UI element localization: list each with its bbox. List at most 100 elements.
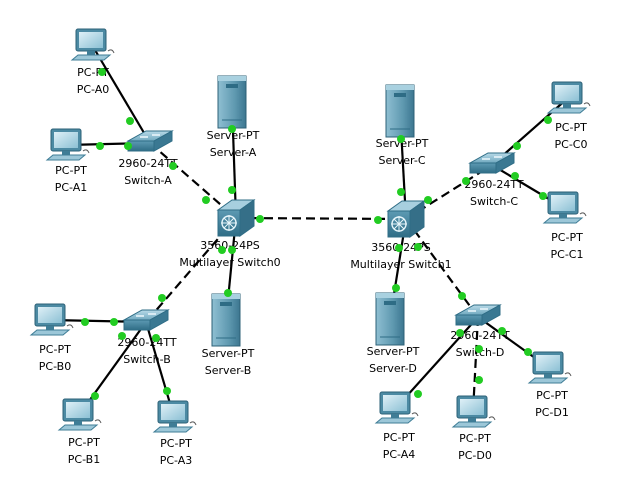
device-type-label: 3560-24PS xyxy=(200,239,260,252)
port-status-dot xyxy=(228,125,236,133)
port-status-dot xyxy=(152,334,160,342)
device-type-label: PC-PT xyxy=(551,231,583,244)
port-status-dot xyxy=(424,196,432,204)
device-switch-a[interactable]: 2960-24TT Switch-A xyxy=(118,130,178,187)
device-name-label: Multilayer Switch0 xyxy=(179,256,280,269)
device-name-label: PC-A4 xyxy=(383,448,416,461)
device-name-label: Switch-A xyxy=(124,174,172,187)
device-name-label: Switch-C xyxy=(470,195,518,208)
device-pc-c1[interactable]: PC-PT PC-C1 xyxy=(542,191,587,261)
server-icon xyxy=(385,84,415,138)
device-name-label: Server-C xyxy=(378,154,425,167)
multilayer-switch-icon xyxy=(216,199,256,237)
port-status-dot xyxy=(91,392,99,400)
pc-icon xyxy=(70,28,115,61)
port-status-dot xyxy=(524,348,532,356)
device-mls0[interactable]: 3560-24PS Multilayer Switch0 xyxy=(179,199,281,269)
pc-icon xyxy=(45,128,90,161)
port-status-dot xyxy=(374,216,382,224)
device-type-label: PC-PT xyxy=(459,432,491,445)
port-status-dot xyxy=(110,318,118,326)
port-status-dot xyxy=(118,332,126,340)
device-pc-d0[interactable]: PC-PT PC-D0 xyxy=(451,395,496,462)
pc-icon xyxy=(29,303,74,336)
port-status-dot xyxy=(544,116,552,124)
device-type-label: PC-PT xyxy=(39,343,71,356)
device-name-label: PC-B0 xyxy=(39,360,71,373)
device-server-c[interactable]: Server-PT Server-C xyxy=(376,84,429,167)
port-status-dot xyxy=(511,172,519,180)
port-status-dot xyxy=(224,289,232,297)
device-pc-b1[interactable]: PC-PT PC-B1 xyxy=(57,398,102,466)
device-pc-a3[interactable]: PC-PT PC-A3 xyxy=(152,400,197,467)
port-status-dot xyxy=(202,196,210,204)
device-type-label: PC-PT xyxy=(536,389,568,402)
device-name-label: PC-C1 xyxy=(551,248,584,261)
port-status-dot xyxy=(126,117,134,125)
device-name-label: PC-D0 xyxy=(458,449,492,462)
device-type-label: PC-PT xyxy=(55,164,87,177)
device-name-label: PC-A1 xyxy=(55,181,88,194)
port-status-dot xyxy=(163,387,171,395)
device-pc-c0[interactable]: PC-PT PC-C0 xyxy=(546,81,591,151)
device-name-label: Server-D xyxy=(369,362,417,375)
port-status-dot xyxy=(228,186,236,194)
port-status-dot xyxy=(169,162,177,170)
port-status-dot xyxy=(228,246,236,254)
device-name-label: Switch-B xyxy=(123,353,171,366)
device-type-label: 2960-24TT xyxy=(118,157,177,170)
device-type-label: PC-PT xyxy=(68,436,100,449)
port-status-dot xyxy=(475,345,483,353)
link-pc_a0-switch_a[interactable] xyxy=(91,44,151,144)
device-type-label: PC-PT xyxy=(160,437,192,450)
device-server-b[interactable]: Server-PT Server-B xyxy=(202,293,255,377)
pc-icon xyxy=(527,351,572,384)
port-status-dot xyxy=(218,246,226,254)
link-switch_d-pc_d0[interactable] xyxy=(471,316,480,413)
device-pc-a4[interactable]: PC-PT PC-A4 xyxy=(374,391,419,461)
device-type-label: PC-PT xyxy=(383,431,415,444)
device-type-label: Server-PT xyxy=(376,137,429,150)
port-status-dot xyxy=(539,192,547,200)
link-switch_a-mls0[interactable] xyxy=(149,142,237,219)
port-status-dot xyxy=(397,188,405,196)
multilayer-switch-icon xyxy=(386,200,426,238)
ports-layer xyxy=(81,68,552,400)
port-status-dot xyxy=(81,318,89,326)
switch-icon xyxy=(454,304,502,326)
device-type-label: Server-PT xyxy=(202,347,255,360)
switch-icon xyxy=(126,130,174,152)
port-status-dot xyxy=(158,294,166,302)
device-name-label: Server-B xyxy=(205,364,252,377)
switch-icon xyxy=(468,152,516,174)
port-status-dot xyxy=(124,142,132,150)
device-pc-a1[interactable]: PC-PT PC-A1 xyxy=(45,128,90,194)
pc-icon xyxy=(57,398,102,431)
port-status-dot xyxy=(392,284,400,292)
port-status-dot xyxy=(414,390,422,398)
device-type-label: PC-PT xyxy=(555,121,587,134)
server-icon xyxy=(211,293,241,347)
link-mls1-switch_d[interactable] xyxy=(405,218,479,318)
device-type-label: Server-PT xyxy=(207,129,260,142)
pc-icon xyxy=(152,400,197,433)
device-name-label: PC-A3 xyxy=(160,454,193,467)
pc-icon xyxy=(542,191,587,224)
device-pc-b0[interactable]: PC-PT PC-B0 xyxy=(29,303,74,373)
server-icon xyxy=(217,75,247,129)
pc-icon xyxy=(546,81,591,114)
port-status-dot xyxy=(98,68,106,76)
device-name-label: PC-B1 xyxy=(68,453,100,466)
port-status-dot xyxy=(498,327,506,335)
device-name-label: PC-C0 xyxy=(555,138,588,151)
port-status-dot xyxy=(397,135,405,143)
